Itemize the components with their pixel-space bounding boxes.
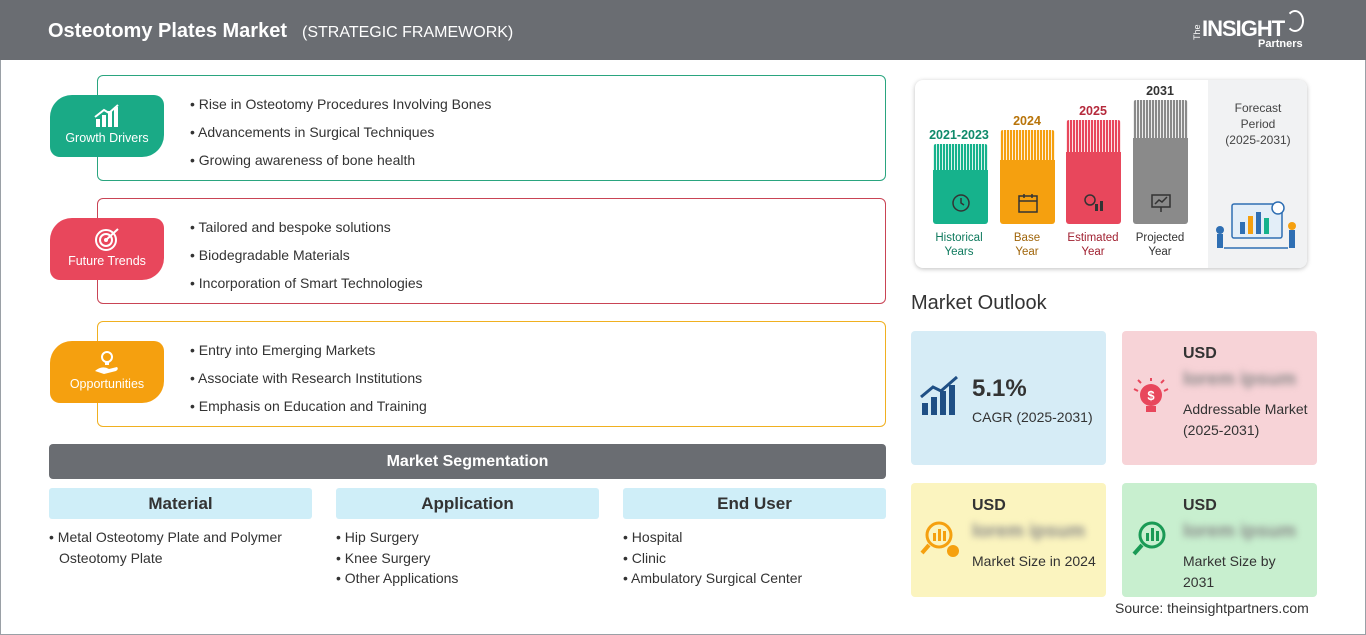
currency-label: USD <box>972 497 1006 514</box>
currency-label: USD <box>1183 345 1217 362</box>
magnifier-coins-icon <box>920 521 959 557</box>
list-item: Metal Osteotomy Plate and Polymer Osteot… <box>49 527 312 568</box>
cagr-value: 5.1% <box>972 375 1027 402</box>
analytics-people-illustration <box>1216 201 1296 249</box>
cagr-card: 5.1% CAGR (2025-2031) <box>911 331 1106 465</box>
list-item: Hospital <box>623 527 886 548</box>
card-description: Market Size by 2031 <box>1183 553 1276 590</box>
list-item: Ambulatory Surgical Center <box>623 568 886 589</box>
list-item: Growing awareness of bone health <box>190 150 491 178</box>
target-icon <box>95 228 119 251</box>
list-item: Other Applications <box>336 568 599 589</box>
segment-application: Application Hip Surgery Knee Surgery Oth… <box>336 488 599 589</box>
calendar-icon <box>1018 194 1038 213</box>
header-bar: Osteotomy Plates Market (STRATEGIC FRAME… <box>0 0 1366 60</box>
list-item: Advancements in Surgical Techniques <box>190 122 491 150</box>
list-item: Clinic <box>623 548 886 569</box>
estimated-year-bar <box>1066 120 1121 224</box>
growth-chart-icon <box>94 104 119 127</box>
segment-heading: End User <box>623 488 886 519</box>
growth-chart-icon <box>920 375 958 415</box>
list-item: Emphasis on Education and Training <box>190 396 427 424</box>
addressable-market-card: $ USD lorem ipsum Addressable Market (20… <box>1122 331 1317 465</box>
market-size-2031-card: USD lorem ipsum Market Size by 2031 <box>1122 483 1317 597</box>
period-year: 2024 <box>1013 114 1041 128</box>
period-year: 2031 <box>1146 84 1174 98</box>
market-outlook-title: Market Outlook <box>911 292 1047 314</box>
future-trends-badge: Future Trends <box>50 218 164 280</box>
opportunities-box: Entry into Emerging Markets Associate wi… <box>97 321 886 427</box>
blurred-value: lorem ipsum <box>972 521 1085 542</box>
list-item: Rise in Osteotomy Procedures Involving B… <box>190 94 492 122</box>
magnifier-chart-icon <box>1132 521 1166 556</box>
list-item: Entry into Emerging Markets <box>190 340 427 368</box>
period-year: 2025 <box>1079 104 1107 118</box>
hand-lightbulb-icon <box>95 351 118 374</box>
future-trends-list: Tailored and bespoke solutions Biodegrad… <box>190 217 423 301</box>
projected-year-bar <box>1133 100 1188 224</box>
gear-chart-icon <box>1084 194 1103 211</box>
insight-partners-logo: The INSIGHT Partners <box>1192 10 1312 54</box>
lightbulb-dollar-icon: $ <box>1133 378 1169 412</box>
list-item: Knee Surgery <box>336 548 599 569</box>
list-item: Hip Surgery <box>336 527 599 548</box>
clock-history-icon <box>952 194 970 212</box>
segment-material: Material Metal Osteotomy Plate and Polym… <box>49 488 312 568</box>
card-description: Market Size in 2024 <box>972 553 1096 569</box>
segment-heading: Material <box>49 488 312 519</box>
presentation-icon <box>1151 194 1171 212</box>
blurred-value: lorem ipsum <box>1183 521 1296 542</box>
growth-drivers-badge: Growth Drivers <box>50 95 164 157</box>
list-item: Tailored and bespoke solutions <box>190 217 423 245</box>
list-item: Biodegradable Materials <box>190 245 423 273</box>
base-year-bar <box>1000 130 1055 224</box>
growth-drivers-box: Rise in Osteotomy Procedures Involving B… <box>97 75 886 181</box>
page-subtitle: (STRATEGIC FRAMEWORK) <box>302 24 514 41</box>
cagr-label: CAGR (2025-2031) <box>972 409 1093 425</box>
page-title: Osteotomy Plates Market <box>48 20 287 42</box>
svg-text:$: $ <box>1147 388 1155 403</box>
card-description: Addressable Market (2025-2031) <box>1183 401 1308 438</box>
list-item: Associate with Research Institutions <box>190 368 427 396</box>
historical-bar <box>933 144 988 224</box>
list-item: Incorporation of Smart Technologies <box>190 273 423 301</box>
blurred-value: lorem ipsum <box>1183 369 1296 390</box>
source-credit: Source: theinsightpartners.com <box>1115 600 1309 616</box>
market-segmentation-header: Market Segmentation <box>49 444 886 479</box>
future-trends-box: Tailored and bespoke solutions Biodegrad… <box>97 198 886 304</box>
opportunities-list: Entry into Emerging Markets Associate wi… <box>190 340 427 424</box>
opportunities-badge: Opportunities <box>50 341 164 403</box>
segment-end-user: End User Hospital Clinic Ambulatory Surg… <box>623 488 886 589</box>
market-size-2024-card: USD lorem ipsum Market Size in 2024 <box>911 483 1106 597</box>
segment-heading: Application <box>336 488 599 519</box>
period-year: 2021-2023 <box>929 128 989 142</box>
currency-label: USD <box>1183 497 1217 514</box>
growth-drivers-list: Rise in Osteotomy Procedures Involving B… <box>190 94 491 178</box>
